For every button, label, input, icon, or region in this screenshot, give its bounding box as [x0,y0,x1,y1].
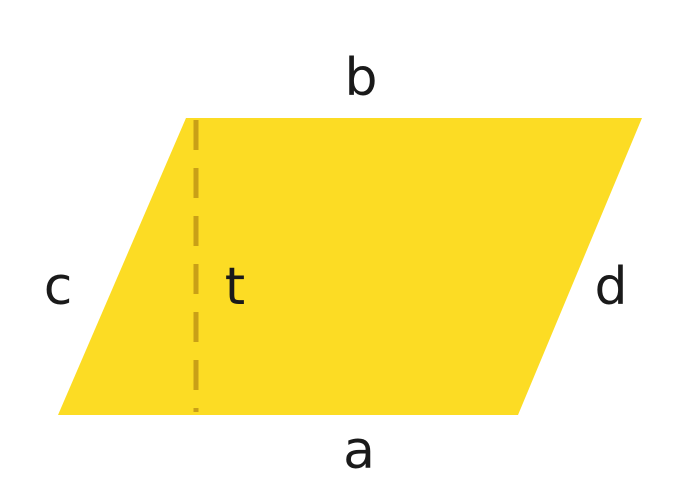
side-label-c: c [44,257,73,317]
parallelogram-shape [58,118,642,415]
side-label-d: d [594,257,627,317]
height-label-t: t [225,257,245,317]
side-label-b: b [344,48,377,108]
side-label-a: a [343,421,375,481]
